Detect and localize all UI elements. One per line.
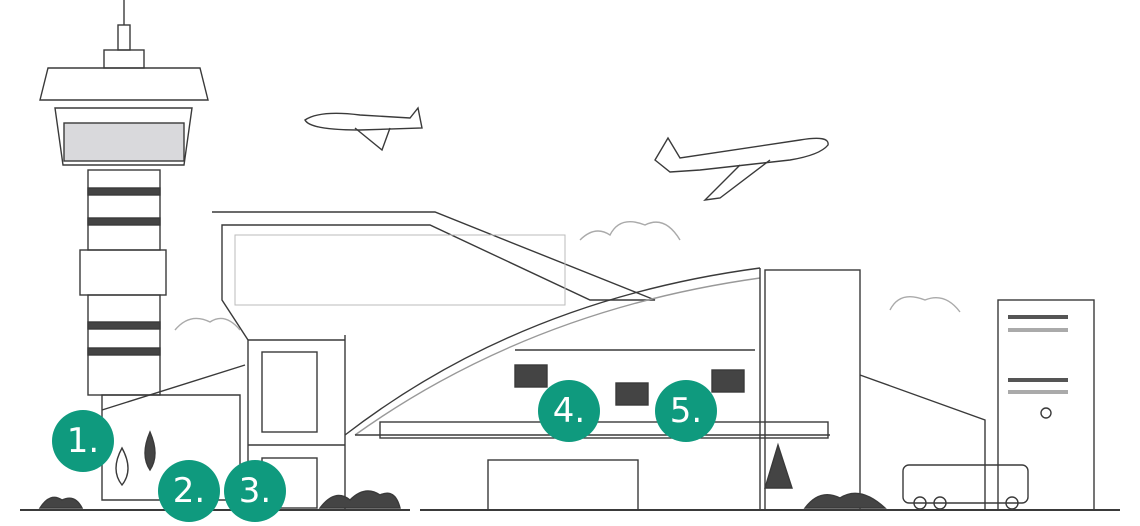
office-tower (997, 299, 1095, 511)
airplane-small (304, 106, 423, 131)
cloud (174, 317, 241, 331)
marker-label: 4. (552, 391, 586, 431)
right-wing (859, 374, 986, 510)
bus (902, 464, 1029, 504)
marker-1[interactable]: 1. (52, 410, 114, 472)
main-terminal (212, 211, 656, 510)
bush (318, 490, 401, 509)
control-tower (39, 0, 209, 396)
marker-3[interactable]: 3. (224, 460, 286, 522)
bush (803, 492, 887, 509)
cloud (579, 221, 681, 241)
right-building (764, 269, 861, 511)
marker-2[interactable]: 2. (158, 460, 220, 522)
marker-4[interactable]: 4. (538, 380, 600, 442)
bush (38, 496, 84, 509)
curved-roof-hall (344, 267, 830, 511)
tree (764, 442, 793, 489)
marker-5[interactable]: 5. (655, 380, 717, 442)
marker-label: 1. (66, 421, 100, 461)
marker-label: 2. (172, 471, 206, 511)
airplane-large (654, 136, 829, 173)
marker-label: 5. (669, 391, 703, 431)
marker-label: 3. (238, 471, 272, 511)
tree (115, 446, 129, 487)
cloud (889, 296, 961, 313)
tree (144, 430, 156, 472)
